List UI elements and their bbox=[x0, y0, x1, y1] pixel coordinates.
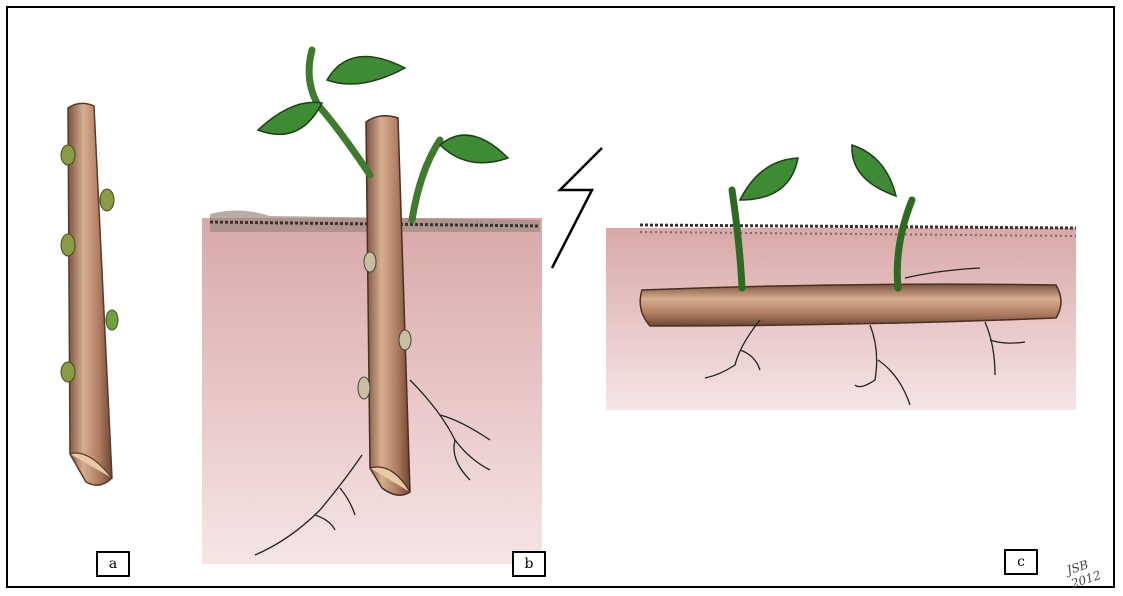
cutting-c bbox=[640, 284, 1061, 326]
leaf bbox=[258, 102, 322, 134]
panel-label-a: a bbox=[96, 551, 130, 577]
bud bbox=[106, 310, 118, 330]
panel-label-c: c bbox=[1004, 549, 1038, 575]
leaf bbox=[440, 135, 508, 163]
leaf bbox=[740, 158, 798, 200]
bud bbox=[61, 362, 75, 382]
leaf bbox=[327, 56, 405, 84]
bud bbox=[61, 234, 75, 256]
cutting-a bbox=[61, 103, 118, 485]
bud bbox=[100, 189, 114, 211]
separator-arrow bbox=[552, 148, 602, 268]
leaf bbox=[852, 145, 896, 196]
panel-label-b: b bbox=[512, 551, 546, 577]
bud bbox=[61, 145, 75, 165]
